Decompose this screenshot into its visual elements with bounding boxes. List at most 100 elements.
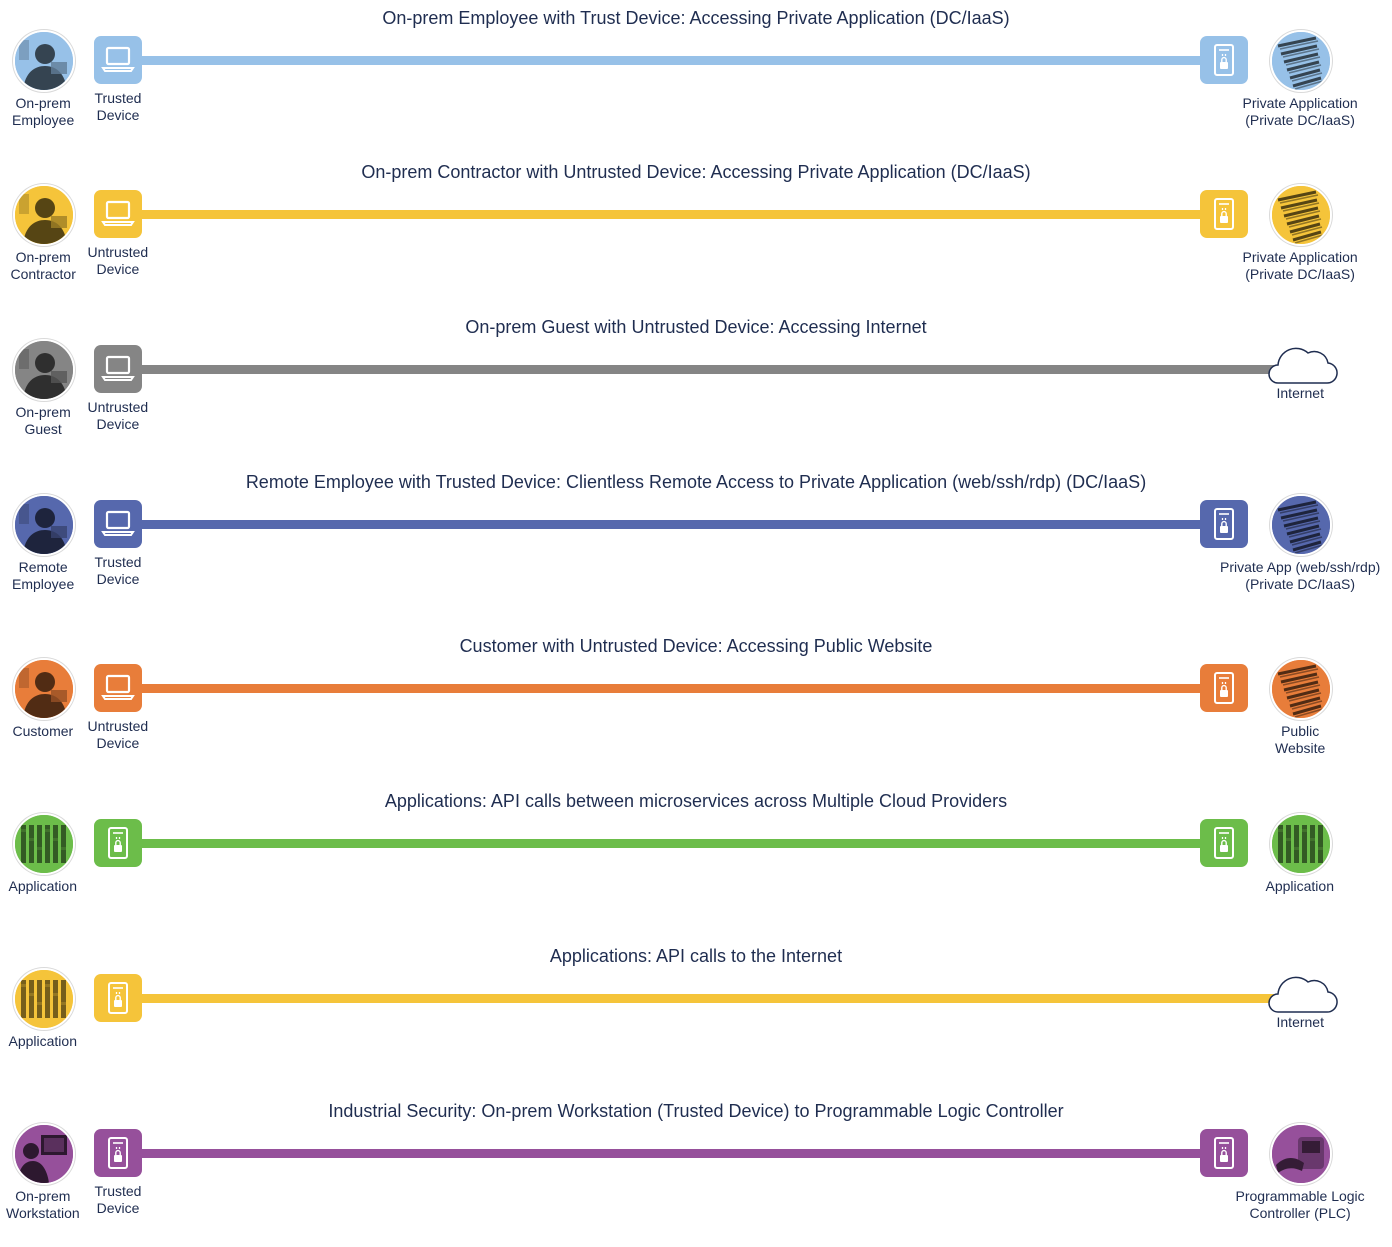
application-photo-icon	[1270, 813, 1332, 875]
destination-label: Private App (web/ssh/rdp)(Private DC/Iaa…	[1220, 559, 1380, 592]
flow-row: Remote Employee with Trusted Device: Cli…	[0, 468, 1392, 618]
laptop-icon	[94, 36, 142, 84]
flow-row: On-prem Guest with Untrusted Device: Acc…	[0, 313, 1392, 463]
destination-label-line: Internet	[1276, 385, 1324, 401]
cloud-icon	[1264, 972, 1340, 1016]
source-label-line: Employee	[12, 575, 75, 592]
connection-line	[118, 994, 1280, 1003]
laptop-icon	[94, 345, 142, 393]
destination-label-line: Programmable Logic	[1235, 1188, 1365, 1204]
laptop-icon	[94, 664, 142, 712]
secure-server-icon	[1200, 664, 1248, 712]
destination-label-line: Application	[1265, 878, 1335, 894]
destination-label-line: Private Application	[1242, 95, 1358, 111]
flow-title: On-prem Guest with Untrusted Device: Acc…	[465, 317, 927, 337]
device-label-line: Device	[96, 260, 140, 277]
secure-server-icon	[94, 1129, 142, 1177]
device-label-line: Untrusted	[87, 399, 149, 415]
connection-line	[118, 520, 1224, 529]
source-label-line: Application	[8, 1033, 78, 1049]
plc-photo-icon	[1270, 1123, 1332, 1185]
source-label-line: Employee	[12, 111, 75, 128]
source-label-line: On-prem	[15, 249, 71, 265]
destination-label: Internet	[1277, 385, 1324, 402]
flow-row: On-prem Contractor with Untrusted Device…	[0, 158, 1392, 308]
datacenter-photo-icon	[1270, 494, 1332, 556]
connection-line	[118, 210, 1224, 219]
destination-label-line: (Private DC/IaaS)	[1245, 111, 1355, 128]
destination-label-line: (Private DC/IaaS)	[1245, 575, 1355, 592]
application-photo-icon	[13, 968, 75, 1030]
person-photo-icon	[13, 658, 75, 720]
device-label-line: Trusted	[94, 90, 142, 106]
secure-server-icon	[1200, 190, 1248, 238]
flow-row: Industrial Security: On-prem Workstation…	[0, 1097, 1392, 1247]
destination-label-line: Public	[1281, 723, 1320, 739]
flow-title: On-prem Contractor with Untrusted Device…	[361, 162, 1031, 182]
flow-title: Applications: API calls between microser…	[384, 791, 1008, 811]
secure-server-icon	[94, 974, 142, 1022]
destination-label: Private Application(Private DC/IaaS)	[1243, 249, 1358, 282]
connection-line	[118, 56, 1224, 65]
person-photo-icon	[13, 339, 75, 401]
destination-label-line: Private App (web/ssh/rdp)	[1220, 559, 1381, 575]
datacenter-photo-icon	[1270, 184, 1332, 246]
source-label-line: Customer	[12, 723, 74, 739]
destination-label: Internet	[1277, 1014, 1324, 1031]
flow-title: Applications: API calls to the Internet	[549, 946, 843, 966]
destination-label: Application	[1266, 878, 1335, 895]
device-label-line: Device	[96, 106, 140, 123]
device-label-line: Untrusted	[87, 244, 149, 260]
device-label-line: Device	[96, 1199, 140, 1216]
flow-row: Applications: API calls between microser…	[0, 787, 1392, 937]
source-label: Application	[9, 1033, 78, 1050]
device-label-line: Trusted	[94, 554, 142, 570]
connection-line	[118, 1149, 1224, 1158]
source-label-line: On-prem	[15, 1188, 71, 1204]
flow-row: Customer with Untrusted Device: Accessin…	[0, 632, 1392, 782]
connection-line	[118, 839, 1224, 848]
cloud-icon	[1264, 343, 1340, 387]
connection-line	[118, 365, 1280, 374]
workstation-photo-icon	[13, 1123, 75, 1185]
person-photo-icon	[13, 30, 75, 92]
secure-server-icon	[1200, 36, 1248, 84]
datacenter-photo-icon	[1270, 30, 1332, 92]
source-label-line: Application	[8, 878, 78, 894]
flow-title: Remote Employee with Trusted Device: Cli…	[245, 472, 1147, 492]
device-label-line: Trusted	[94, 1183, 142, 1199]
secure-server-icon	[94, 819, 142, 867]
secure-server-icon	[1200, 819, 1248, 867]
destination-label-line: Private Application	[1242, 249, 1358, 265]
destination-label: Private Application(Private DC/IaaS)	[1243, 95, 1358, 128]
source-label-line: Workstation	[6, 1204, 80, 1221]
device-label-line: Device	[96, 415, 140, 432]
datacenter-photo-icon	[1270, 658, 1332, 720]
flow-title: Industrial Security: On-prem Workstation…	[328, 1101, 1064, 1121]
secure-server-icon	[1200, 1129, 1248, 1177]
source-label-line: On-prem	[15, 404, 71, 420]
destination-label-line: (Private DC/IaaS)	[1245, 265, 1355, 282]
source-label-line: Guest	[24, 420, 62, 437]
secure-server-icon	[1200, 500, 1248, 548]
application-photo-icon	[13, 813, 75, 875]
source-label: Customer	[13, 723, 74, 740]
flow-title: On-prem Employee with Trust Device: Acce…	[382, 8, 1010, 28]
flow-title: Customer with Untrusted Device: Accessin…	[459, 636, 933, 656]
flow-row: On-prem Employee with Trust Device: Acce…	[0, 4, 1392, 154]
source-label: Application	[9, 878, 78, 895]
